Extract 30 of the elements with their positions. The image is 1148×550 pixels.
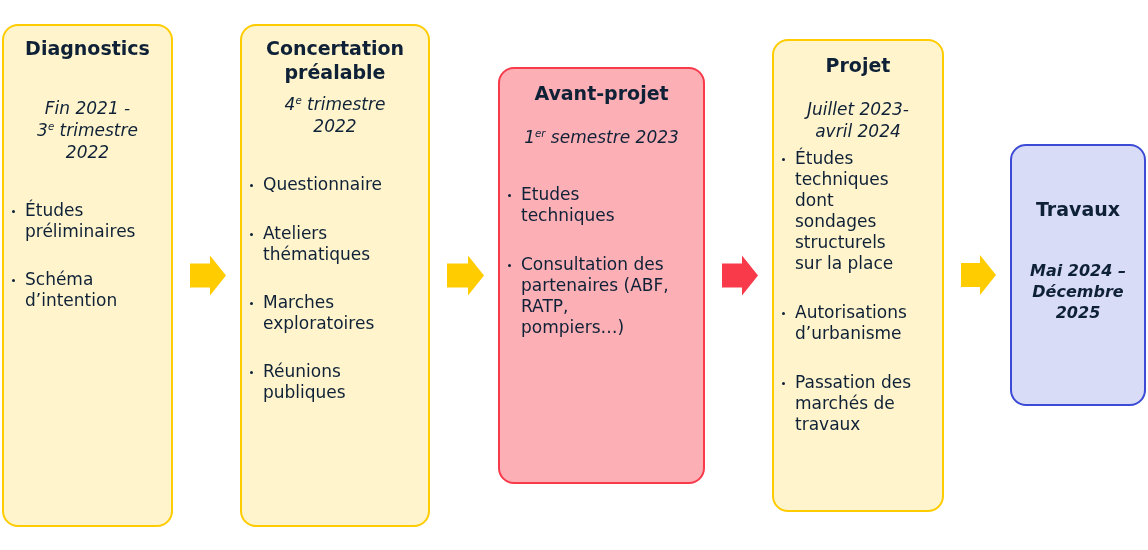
phase-title: Diagnostics	[25, 36, 150, 60]
block-arrow	[961, 255, 996, 295]
block-arrow	[722, 255, 758, 296]
list-item-text: Études techniques dont sondages structurels sur la place	[795, 148, 895, 274]
phase-dates: Juillet 2023-avril 2024	[798, 98, 918, 142]
phase-title: Concertation préalable	[264, 36, 406, 84]
phase-card	[2, 24, 173, 527]
phase-dates: Fin 2021 - 3$^{e}$ trimestre 2022	[36, 97, 139, 163]
phase-dates: 1$^{er}$ semestre 2023	[523, 126, 680, 148]
list-item-text: Questionnaire	[263, 174, 384, 195]
list-item-text: Autorisations d’urbanisme	[795, 302, 908, 344]
list-item-text: Passation des marchés de travaux	[795, 372, 913, 435]
block-arrow	[190, 255, 226, 296]
list-item-text: Etudes techniques	[521, 184, 616, 226]
list-item-text: Réunions publiques	[263, 361, 347, 403]
list-item-text: Ateliers thématiques	[263, 223, 372, 265]
phase-title: Avant-projet	[534, 81, 669, 105]
list-item-text: Études préliminaires	[25, 200, 137, 242]
phase-card	[240, 24, 430, 527]
phase-title: Travaux	[1035, 197, 1121, 221]
phase-card	[772, 39, 944, 512]
list-item-text: Schéma d’intention	[25, 269, 119, 311]
phase-card	[498, 67, 705, 484]
phase-card	[1010, 144, 1146, 406]
phase-dates: Mai 2024 – Décembre 2025	[1029, 260, 1127, 323]
list-item-text: Marches exploratoires	[263, 292, 376, 334]
list-item-text: Consultation des partenaires (ABF, RATP, pompiers…)	[521, 254, 670, 338]
block-arrow	[447, 255, 484, 296]
phase-title: Projet	[825, 53, 891, 77]
phase-dates: 4$^{e}$ trimestre 2022	[283, 93, 387, 137]
